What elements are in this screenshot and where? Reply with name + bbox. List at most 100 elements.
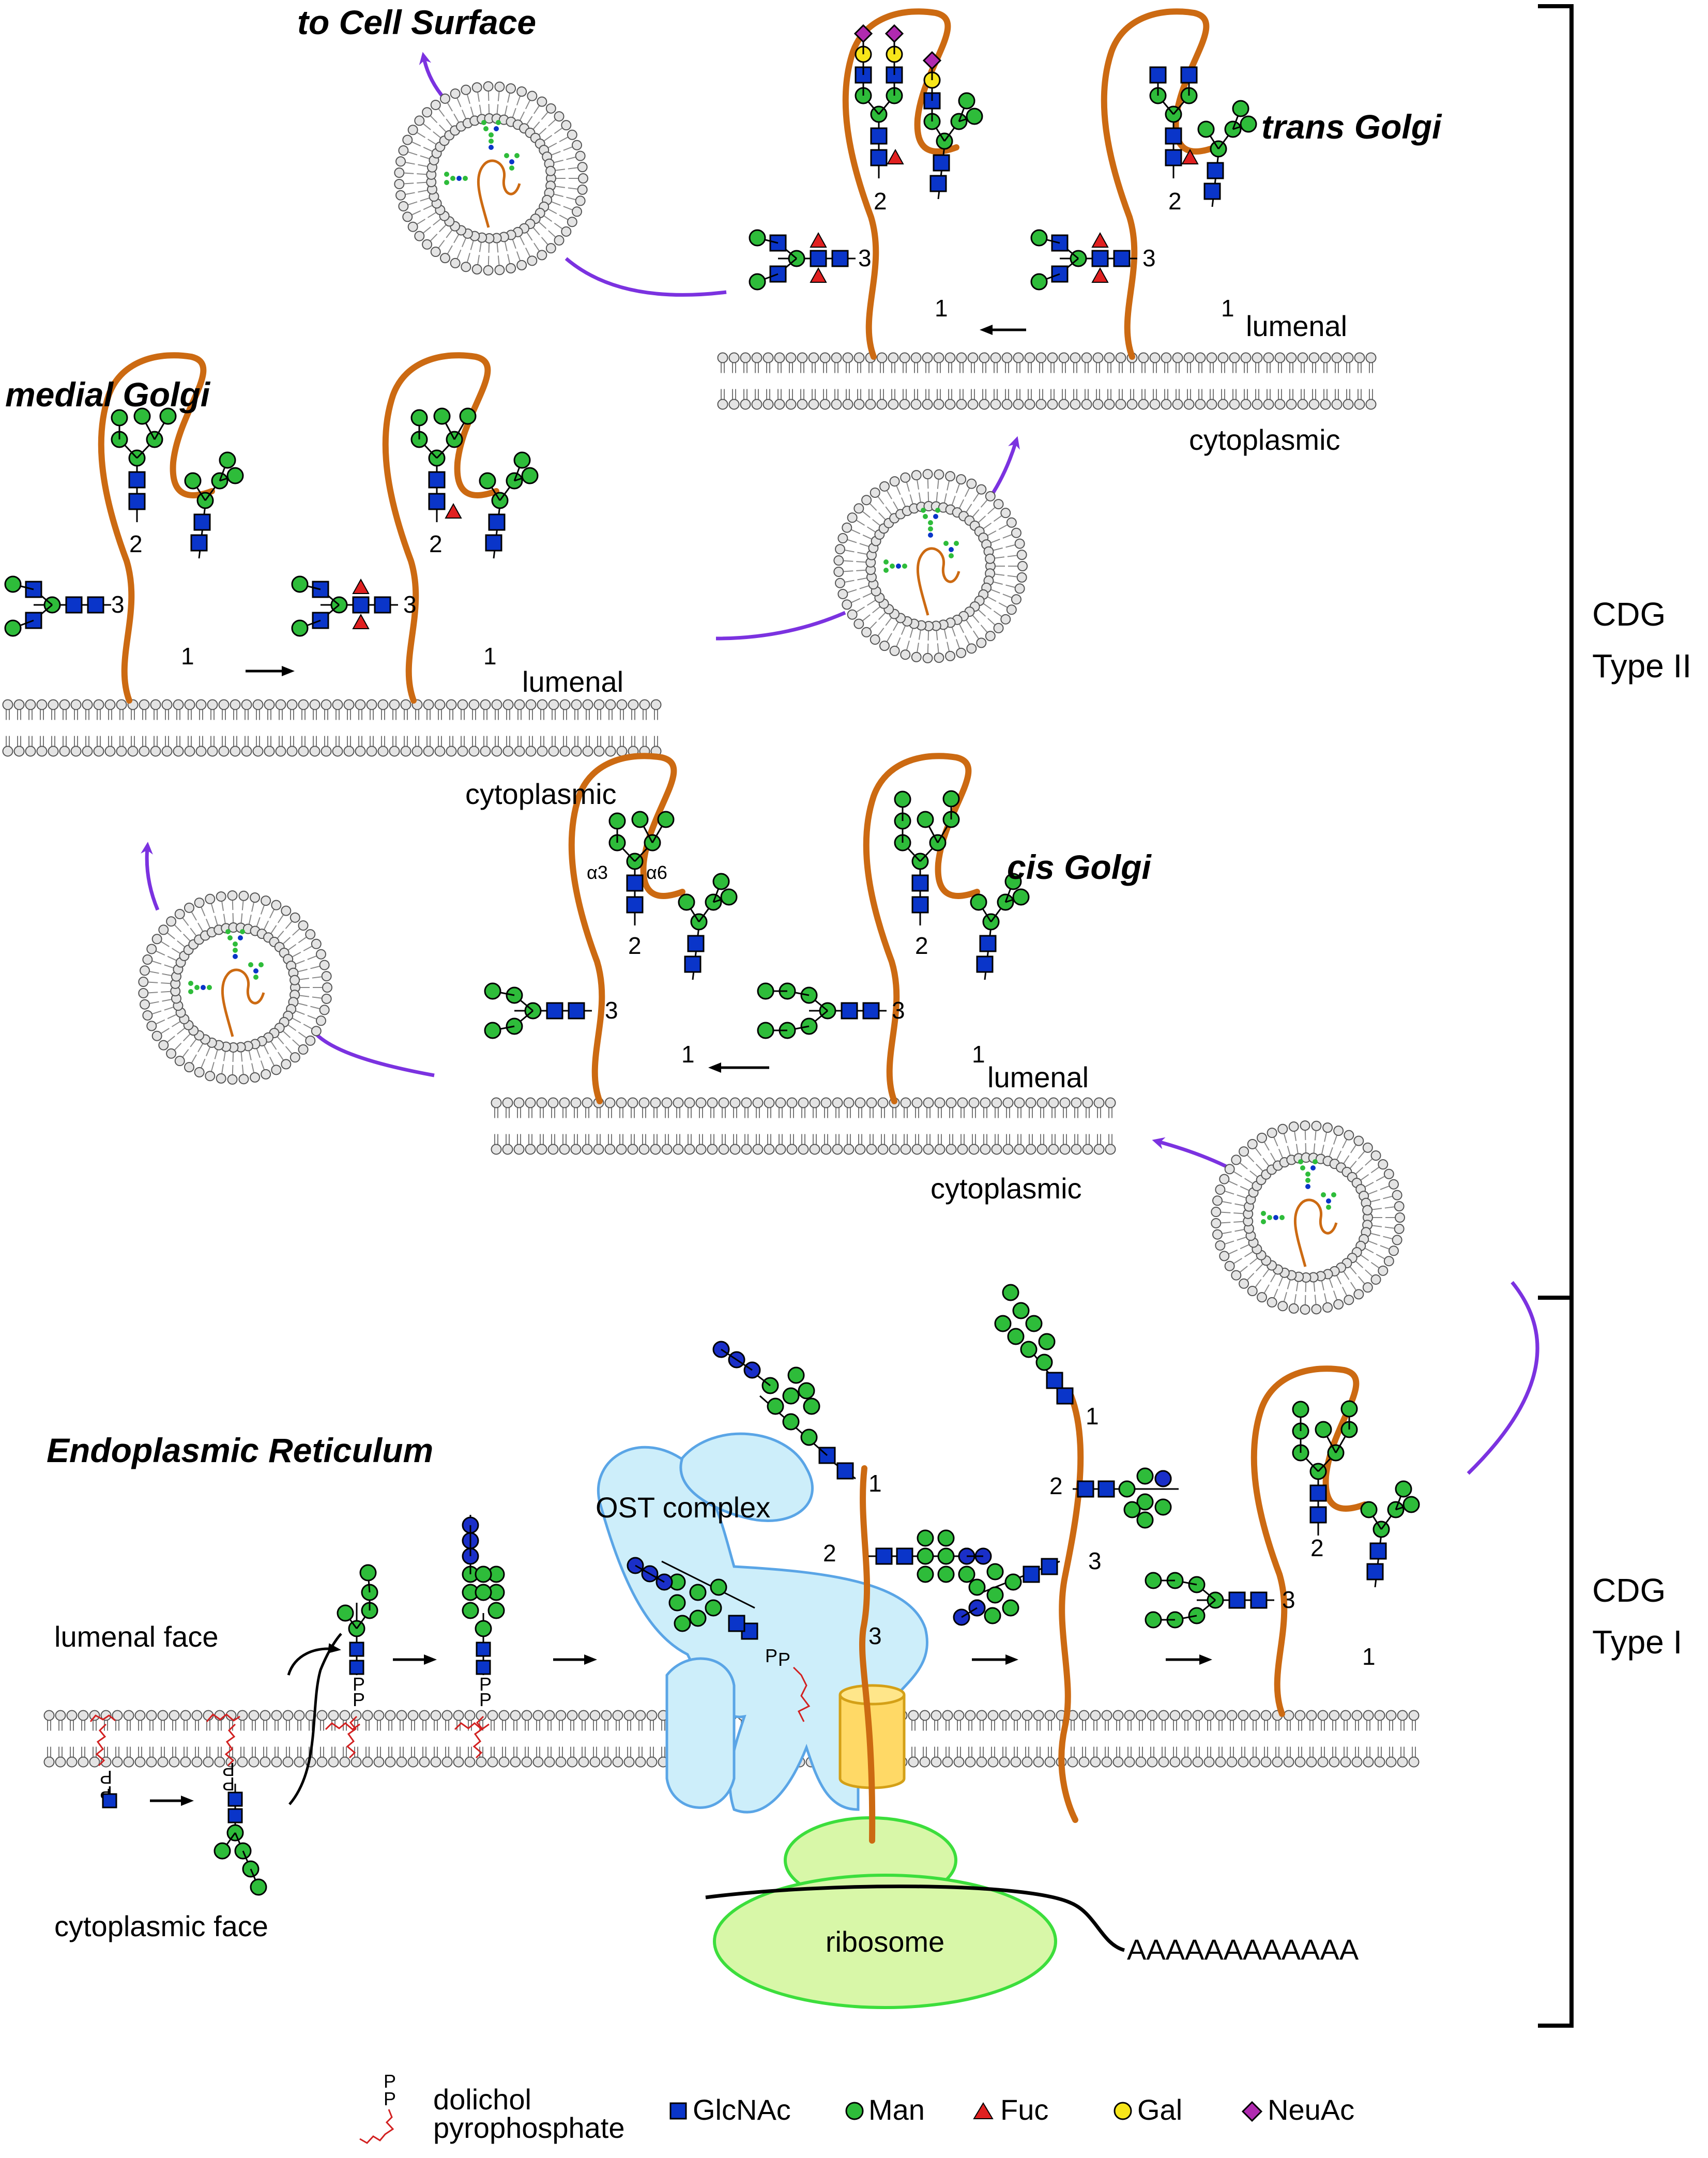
svg-text:P: P	[353, 1674, 365, 1695]
mrna-strand	[705, 1885, 1125, 1952]
glycans-trans-golgi-2: 213	[1030, 66, 1257, 322]
legend: P P dolichol pyrophosphate GlcNAc Man Fu…	[359, 2071, 1354, 2144]
flippase-arrow	[288, 1633, 342, 1805]
svg-text:1: 1	[681, 1041, 695, 1068]
protein-er-nascent-2	[1058, 1393, 1084, 1823]
svg-text:P: P	[384, 2088, 396, 2109]
traffic-arrow-er-to-cis	[1467, 1281, 1539, 1475]
precursor-man5-lumenal: PP	[325, 1564, 378, 1759]
svg-text:3: 3	[858, 245, 872, 271]
cdg-type1-line2: Type I	[1592, 1623, 1682, 1661]
svg-text:1: 1	[181, 643, 194, 670]
svg-text:3: 3	[1282, 1586, 1295, 1613]
label-lumenal-cis: lumenal	[987, 1061, 1089, 1093]
bracket-type1	[1538, 1298, 1574, 2028]
protein-er-nascent-1	[859, 1465, 876, 1844]
svg-text:2: 2	[628, 932, 642, 959]
label-cytoplasmic-medial: cytoplasmic	[465, 778, 617, 810]
svg-text:2: 2	[1168, 188, 1182, 215]
traffic-arrow-into-medial	[141, 842, 160, 911]
cdg-brackets: CDG Type II CDG Type I	[1538, 4, 1691, 2028]
precursor-man5-cytoplasmic: PP	[206, 1713, 267, 1896]
label-lumenal-medial: lumenal	[522, 665, 623, 698]
ost-complex-label: OST complex	[596, 1491, 770, 1524]
svg-text:2: 2	[915, 932, 928, 959]
membrane-cis-golgi	[491, 1097, 1116, 1155]
cdg-type2-line1: CDG	[1592, 596, 1666, 633]
svg-text:2: 2	[1049, 1472, 1063, 1499]
svg-text:3: 3	[1142, 245, 1156, 271]
legend-man-icon	[845, 2102, 864, 2120]
svg-text:P: P	[222, 1759, 235, 1780]
label-alpha6: α6	[646, 862, 667, 883]
traffic-arrow-into-cis	[1152, 1137, 1231, 1171]
traffic-arrow-medial-to-trans	[715, 611, 846, 641]
polya-tail-label: AAAAAAAAAAAA	[1127, 1933, 1359, 1966]
traffic-arrow-cis-to-medial	[307, 1023, 435, 1077]
glycans-medial-golgi-2: 2 1 3	[291, 407, 539, 670]
glycans-er-folded: 213	[1145, 1400, 1420, 1670]
translocon	[838, 1684, 906, 1789]
legend-dolichol-icon: P P	[359, 2071, 396, 2144]
title-trans-golgi: trans Golgi	[1261, 108, 1442, 146]
legend-dolichol-line1: dolichol	[433, 2083, 531, 2116]
svg-text:P: P	[384, 2071, 396, 2092]
title-endoplasmic-reticulum: Endoplasmic Reticulum	[47, 1431, 433, 1469]
svg-text:P: P	[778, 1649, 790, 1670]
svg-text:P: P	[353, 1689, 365, 1710]
glycans-trans-golgi-1: 2 1 3	[749, 24, 983, 322]
label-cytoplasmic-cis: cytoplasmic	[931, 1172, 1082, 1205]
legend-man-label: Man	[868, 2093, 925, 2126]
protein-medial-golgi-1	[98, 352, 215, 704]
protein-trans-golgi-1	[842, 8, 959, 360]
svg-text:P: P	[479, 1674, 492, 1695]
svg-text:2: 2	[874, 188, 887, 215]
legend-gal-label: Gal	[1137, 2093, 1182, 2126]
title-medial-golgi: medial Golgi	[5, 375, 211, 414]
svg-text:3: 3	[868, 1622, 882, 1649]
bracket-type2	[1538, 4, 1574, 1300]
svg-text:1: 1	[1086, 1403, 1099, 1430]
svg-text:P: P	[479, 1689, 492, 1710]
cdg-type1-line1: CDG	[1592, 1572, 1666, 1609]
svg-text:3: 3	[403, 591, 417, 618]
svg-text:2: 2	[429, 530, 443, 557]
step-arrows	[150, 325, 1212, 1806]
vesicle-er-to-cis	[1211, 1120, 1405, 1315]
legend-dolichol-line2: pyrophosphate	[433, 2111, 625, 2144]
svg-text:P: P	[765, 1645, 777, 1666]
vesicle-medial-to-trans	[833, 469, 1028, 663]
ribosome-label: ribosome	[826, 1925, 944, 1958]
glycans-cis-golgi-1: 213	[484, 811, 738, 1068]
protein-medial-golgi-2	[382, 352, 499, 704]
glycans-medial-golgi-1: 213	[4, 407, 244, 670]
svg-text:P: P	[100, 1767, 112, 1788]
protein-cis-golgi-1	[568, 753, 685, 1104]
legend-glcnac-label: GlcNAc	[693, 2093, 791, 2126]
legend-gal-icon	[1114, 2102, 1132, 2120]
vesicle-to-cell-surface	[394, 81, 588, 276]
svg-text:2: 2	[823, 1540, 836, 1567]
ribosome-large-subunit	[713, 1874, 1057, 2009]
cdg-type2-line2: Type II	[1592, 647, 1691, 685]
vesicle-cis-to-medial	[138, 890, 332, 1085]
ribosome: ribosome AAAAAAAAAAAA	[705, 1816, 1359, 2009]
label-cytoplasmic-face: cytoplasmic face	[54, 1910, 268, 1942]
legend-neuac-label: NeuAc	[1268, 2093, 1354, 2126]
svg-text:1: 1	[935, 295, 948, 322]
legend-neuac-icon	[1241, 2101, 1263, 2122]
svg-text:1: 1	[483, 643, 497, 670]
protein-trans-golgi-2	[1101, 8, 1218, 360]
protein-cis-golgi-2	[863, 753, 980, 1104]
svg-text:3: 3	[892, 997, 905, 1024]
svg-text:1: 1	[868, 1470, 882, 1497]
membrane-trans-golgi	[717, 352, 1377, 410]
label-lumenal-trans: lumenal	[1246, 310, 1347, 342]
precursor-glc3man9-lumenal: PP	[454, 1515, 505, 1759]
legend-fuc-icon	[973, 2102, 994, 2119]
label-lumenal-face: lumenal face	[54, 1620, 219, 1653]
svg-text:2: 2	[1310, 1534, 1324, 1561]
label-alpha3: α3	[587, 862, 608, 883]
precursor-glcnac-pp-dol: PP	[89, 1714, 117, 1809]
